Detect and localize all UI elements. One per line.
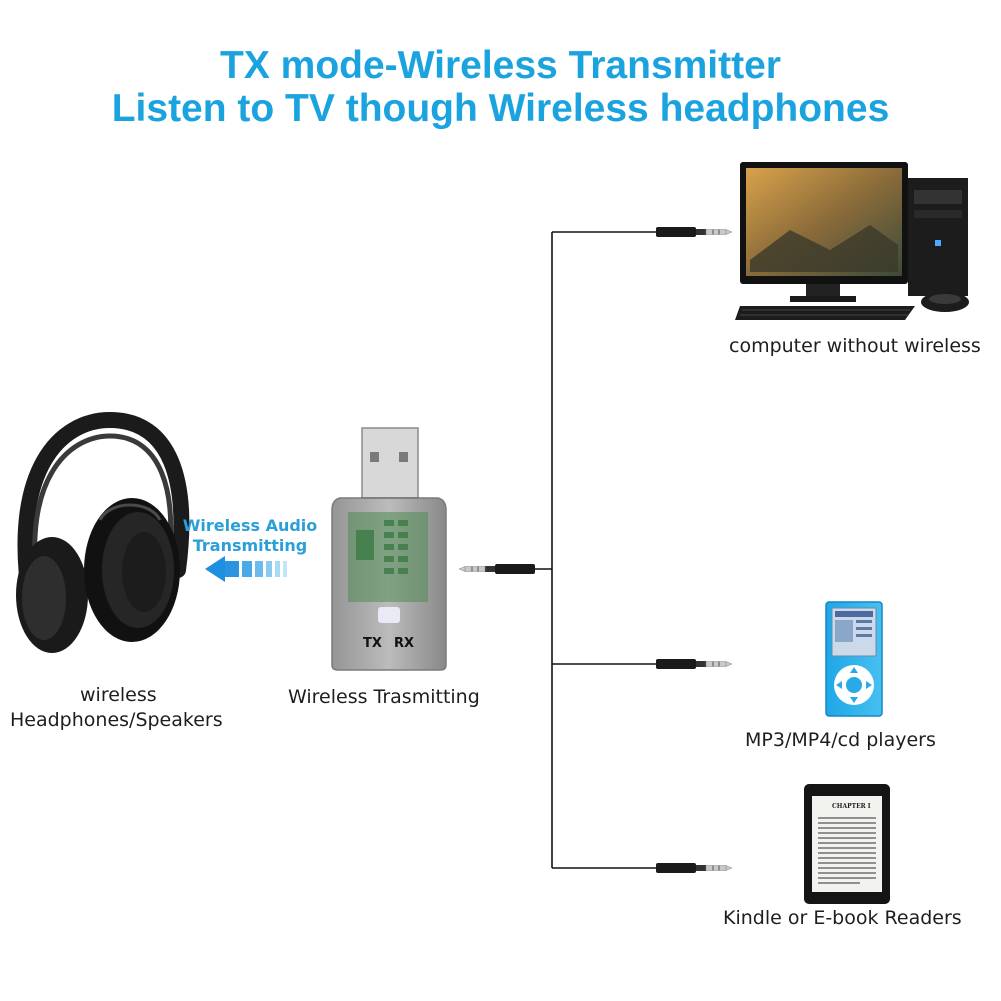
mp3-label: MP3/MP4/cd players bbox=[745, 729, 936, 751]
arrow-label-line-1: Wireless Audio bbox=[175, 516, 325, 536]
transmitter-label: Wireless Trasmitting bbox=[288, 686, 480, 708]
kindle-label: Kindle or E-book Readers bbox=[723, 907, 962, 929]
rx-label: RX bbox=[394, 636, 414, 651]
tx-label: TX bbox=[363, 636, 382, 651]
headphones-label-line-1: wireless bbox=[80, 684, 157, 706]
headphones-label-line-2: Headphones/Speakers bbox=[10, 709, 223, 731]
arrow-label-line-2: Transmitting bbox=[175, 536, 325, 556]
kindle-screen-heading: CHAPTER I bbox=[832, 803, 871, 810]
computer-label: computer without wireless bbox=[729, 335, 981, 357]
